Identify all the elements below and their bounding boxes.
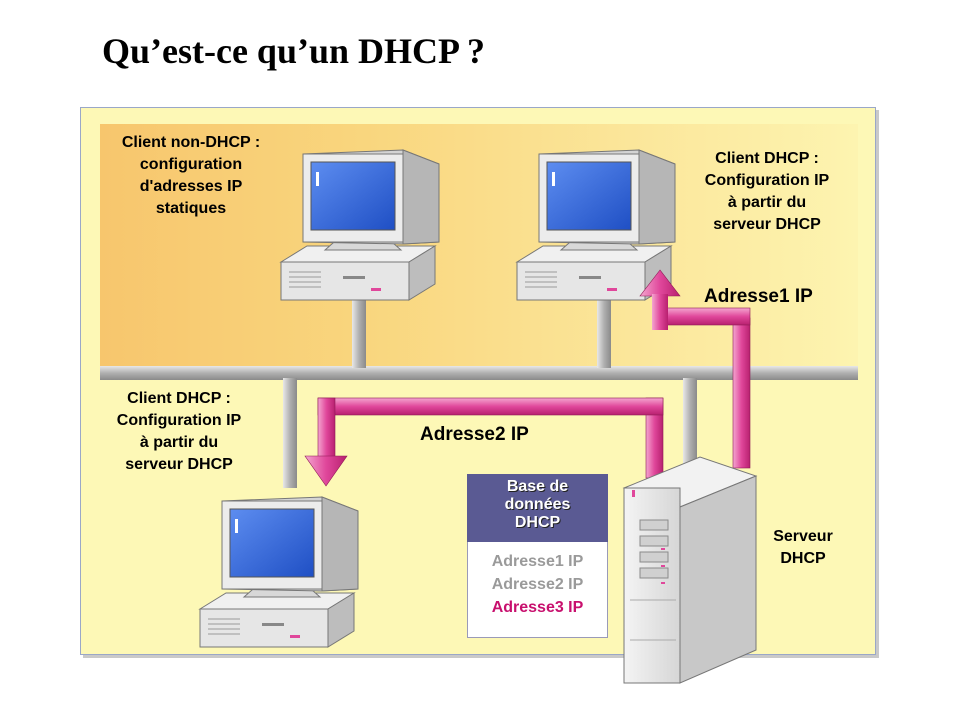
label-line: DHCP xyxy=(780,550,826,567)
database-entry: Adresse2 IP xyxy=(491,576,584,593)
label-line: configuration xyxy=(139,156,243,173)
dhcp-database: Base de données DHCP Adresse1 IP Adresse… xyxy=(467,474,608,638)
static-zone xyxy=(100,124,858,369)
database-header-line: DHCP xyxy=(514,514,561,531)
database-entry: Adresse1 IP xyxy=(491,553,584,570)
label-address1: Adresse1 IP xyxy=(704,286,813,307)
link-nondhcp xyxy=(352,288,366,368)
arrow-icon xyxy=(304,397,664,487)
label-line: serveur DHCP xyxy=(125,456,233,473)
label-dhcp-client-bottom: Client DHCP : Configuration IP à partir … xyxy=(84,388,274,476)
link-server xyxy=(683,378,697,470)
computer-icon xyxy=(199,496,359,648)
label-line: statiques xyxy=(155,200,227,217)
page-title: Qu’est-ce qu’un DHCP ? xyxy=(102,31,486,71)
label-line: Client non-DHCP : xyxy=(121,134,261,151)
label-dhcp-client-top: Client DHCP : Configuration IP à partir … xyxy=(672,148,862,236)
label-line: Configuration IP xyxy=(116,412,242,429)
label-line: Client DHCP : xyxy=(127,390,231,407)
label-line: serveur DHCP xyxy=(713,216,821,233)
label-line: Configuration IP xyxy=(704,172,830,189)
database-entries: Adresse1 IP Adresse2 IP Adresse3 IP xyxy=(467,542,608,638)
server-icon xyxy=(622,456,758,684)
label-line: Client DHCP : xyxy=(715,150,819,167)
network-bus xyxy=(100,366,858,380)
computer-icon xyxy=(280,149,440,301)
arrow-icon xyxy=(639,269,751,469)
database-header-line: Base de xyxy=(506,478,569,495)
link-dhcp-top xyxy=(597,288,611,368)
database-entry: Adresse3 IP xyxy=(491,599,584,616)
database-header: Base de données DHCP xyxy=(467,474,608,542)
label-line: Serveur xyxy=(773,528,833,545)
computer-icon xyxy=(516,149,676,301)
label-address2: Adresse2 IP xyxy=(420,424,529,445)
label-line: d'adresses IP xyxy=(139,178,243,195)
label-line: à partir du xyxy=(139,434,219,451)
label-non-dhcp-client: Client non-DHCP : configuration d'adress… xyxy=(96,132,286,220)
label-line: à partir du xyxy=(727,194,807,211)
link-dhcp-bottom xyxy=(283,378,297,488)
database-header-line: données xyxy=(504,496,571,513)
label-server: Serveur DHCP xyxy=(758,526,848,570)
